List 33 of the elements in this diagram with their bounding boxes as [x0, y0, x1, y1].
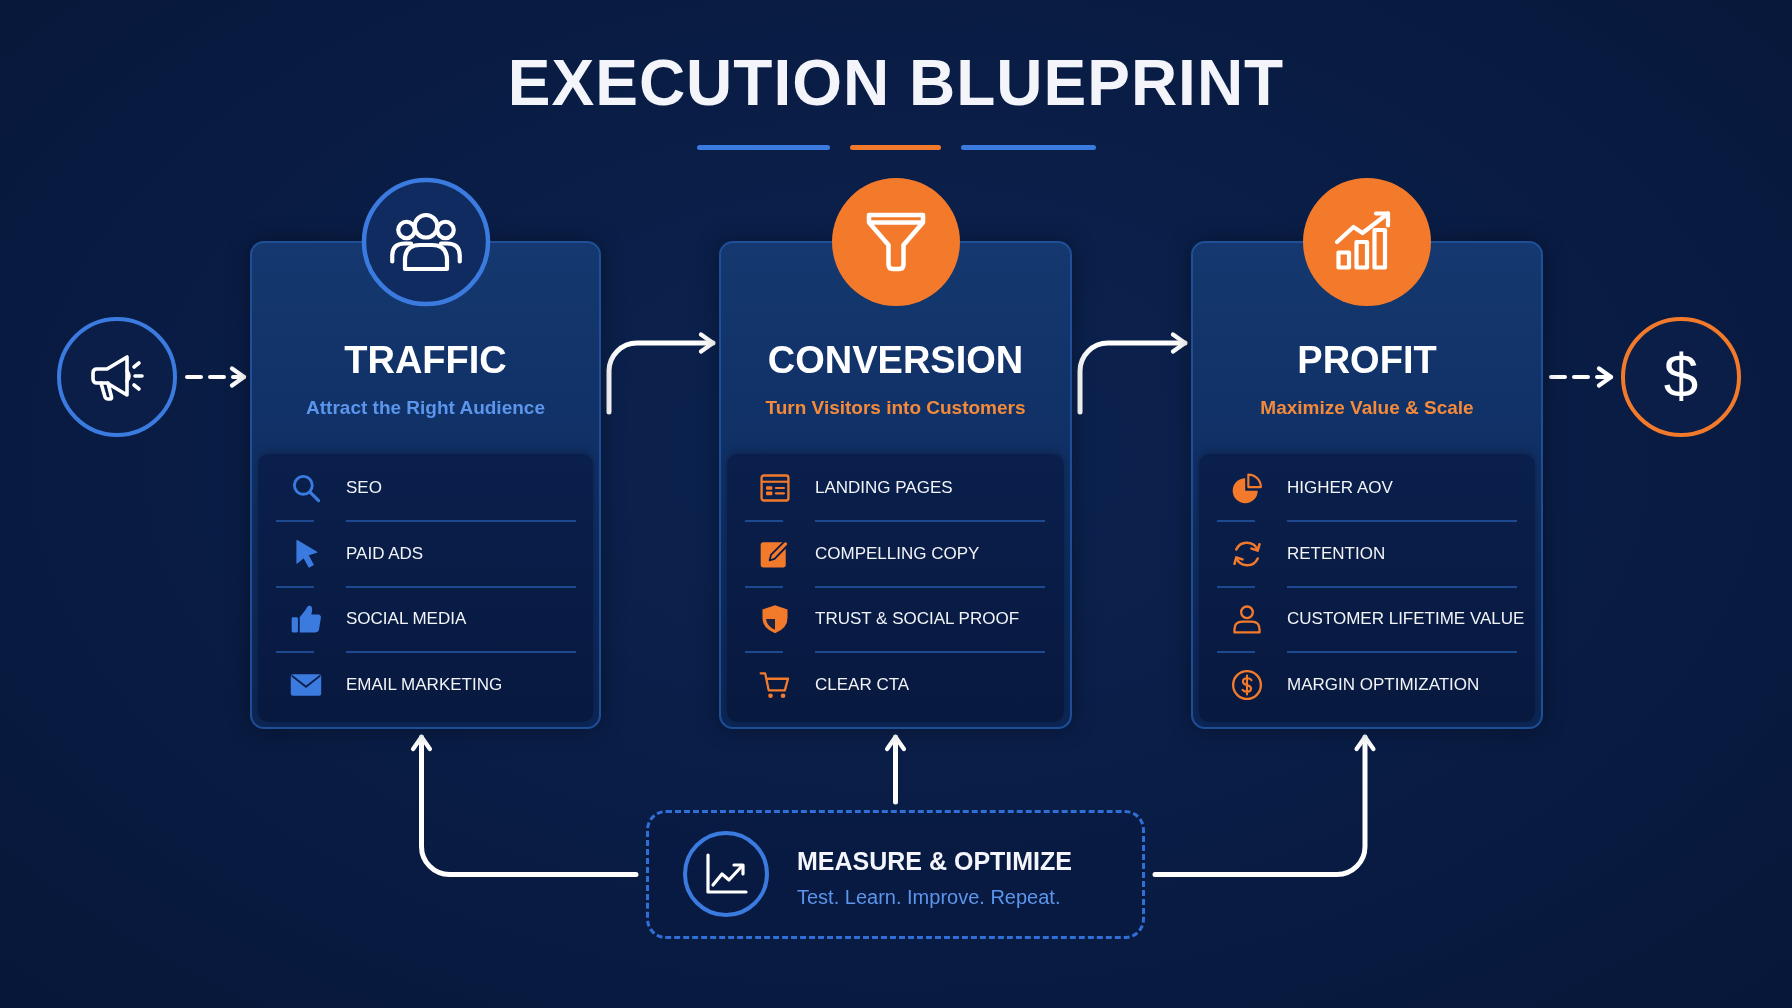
- arrow: [1152, 734, 1376, 877]
- list-item: HIGHER AOV: [1287, 477, 1393, 499]
- list-item: SEO: [346, 477, 382, 499]
- arrow: [1077, 332, 1188, 415]
- stage-subtitle: Turn Visitors into Customers: [765, 396, 1026, 420]
- page-title: EXECUTION BLUEPRINT: [507, 48, 1285, 118]
- dashed-box: [646, 810, 1145, 939]
- list-item: SOCIAL MEDIA: [346, 608, 467, 630]
- dashed-arrow: [185, 366, 247, 388]
- arrow: [884, 734, 907, 805]
- list-item: MARGIN OPTIMIZATION: [1287, 673, 1480, 696]
- dashed-arrow: [1549, 366, 1614, 388]
- stage-title: CONVERSION: [767, 338, 1024, 382]
- list-item: TRUST & SOCIAL PROOF: [815, 608, 1020, 630]
- stage-title: TRAFFIC: [344, 338, 507, 382]
- list-item: CLEAR CTA: [815, 673, 910, 696]
- list-item: RETENTION: [1287, 542, 1386, 565]
- list-panel: [1199, 454, 1535, 722]
- dollar-sign: $: [1663, 342, 1699, 409]
- stage-subtitle: Attract the Right Audience: [306, 396, 545, 420]
- list-item: COMPELLING COPY: [815, 542, 980, 565]
- list-item: LANDING PAGES: [815, 477, 953, 499]
- list-item: PAID ADS: [346, 542, 424, 565]
- list-item: EMAIL MARKETING: [346, 673, 503, 696]
- box-title: MEASURE & OPTIMIZE: [797, 847, 1072, 875]
- box-subtitle: Test. Learn. Improve. Repeat.: [797, 885, 1061, 909]
- list-item: CUSTOMER LIFETIME VALUE: [1287, 608, 1525, 630]
- arrow: [410, 734, 639, 877]
- list-panel: [727, 454, 1064, 722]
- stage-subtitle: Maximize Value & Scale: [1260, 396, 1474, 420]
- arrow: [606, 332, 716, 415]
- stage-title: PROFIT: [1297, 338, 1437, 382]
- list-panel: [258, 454, 593, 722]
